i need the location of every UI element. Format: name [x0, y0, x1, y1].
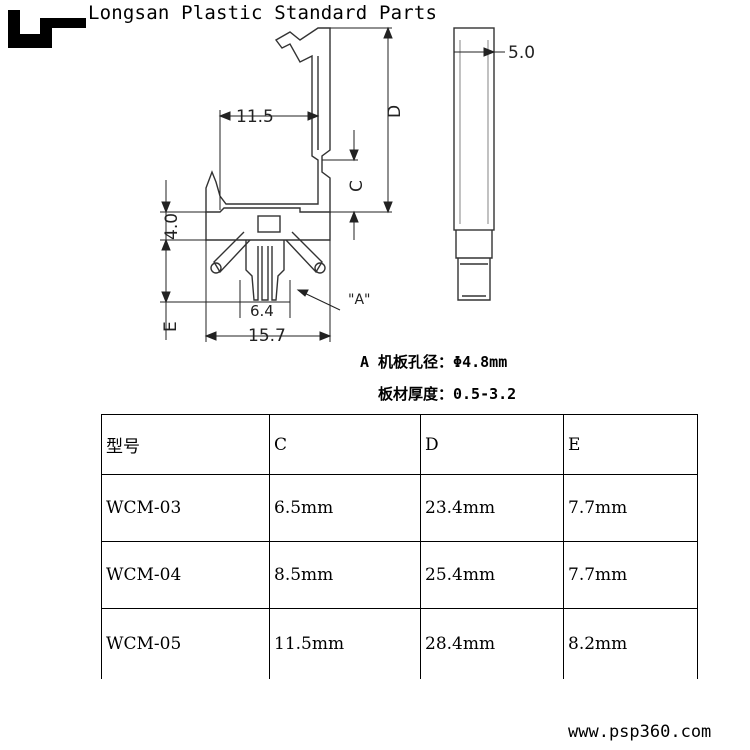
brand-title: Longsan Plastic Standard Parts	[88, 2, 438, 24]
cell-model: WCM-03	[101, 474, 270, 542]
detail-a-label: "A"	[348, 292, 370, 308]
header-d: D	[420, 414, 564, 475]
cell-model: WCM-05	[101, 608, 270, 679]
panel-thickness-note: 板材厚度：0.5-3.2	[378, 385, 517, 403]
header-model: 型号	[101, 414, 270, 475]
cell-e: 7.7mm	[563, 474, 698, 542]
website-url: www.psp360.com	[568, 722, 712, 742]
dim-4-0-label: 4.0	[162, 213, 182, 240]
right-wing-tip	[314, 262, 326, 274]
header-c: C	[269, 414, 421, 475]
longsan-logo	[8, 10, 86, 48]
table-row: WCM-04 8.5mm 25.4mm 7.7mm	[101, 541, 698, 609]
cell-e: 8.2mm	[563, 608, 698, 679]
clip-left-wing	[213, 231, 251, 274]
clip-arm-outline	[205, 27, 331, 213]
side-view-tip	[457, 258, 491, 301]
clip-right-wing	[285, 231, 323, 274]
dim-11-5-label: 11.5	[236, 107, 274, 127]
side-view-lower	[455, 230, 493, 259]
table-row: WCM-05 11.5mm 28.4mm 8.2mm	[101, 608, 698, 679]
dim-5-0-label: 5.0	[508, 43, 535, 63]
side-view-body	[453, 27, 495, 231]
cell-e: 7.7mm	[563, 541, 698, 609]
table-header-row: 型号 C D E	[101, 414, 698, 475]
dim-c-label: C	[347, 180, 367, 192]
dim-6-4-label: 6.4	[250, 302, 274, 320]
cell-model: WCM-04	[101, 541, 270, 609]
cell-c: 8.5mm	[269, 541, 421, 609]
clip-base	[205, 212, 331, 241]
left-wing-tip	[210, 262, 222, 274]
hole-diameter-note: A 机板孔径：Φ4.8mm	[360, 353, 508, 371]
cell-d: 28.4mm	[420, 608, 564, 679]
clip-base-slot	[257, 215, 281, 233]
cell-c: 11.5mm	[269, 608, 421, 679]
header-e: E	[563, 414, 698, 475]
cell-c: 6.5mm	[269, 474, 421, 542]
dim-15-7-label: 15.7	[248, 326, 286, 346]
dim-e-label: E	[161, 321, 181, 332]
cell-d: 23.4mm	[420, 474, 564, 542]
cell-d: 25.4mm	[420, 541, 564, 609]
dim-d-label: D	[385, 105, 405, 118]
spec-table: 型号 C D E WCM-03 6.5mm 23.4mm 7.7mm WCM-0…	[101, 414, 698, 679]
technical-drawing: 11.5 5.0 D C 4.0 E 6.4 15.7 "A"	[160, 26, 535, 346]
table-row: WCM-03 6.5mm 23.4mm 7.7mm	[101, 474, 698, 542]
anchor-prongs	[245, 240, 285, 301]
